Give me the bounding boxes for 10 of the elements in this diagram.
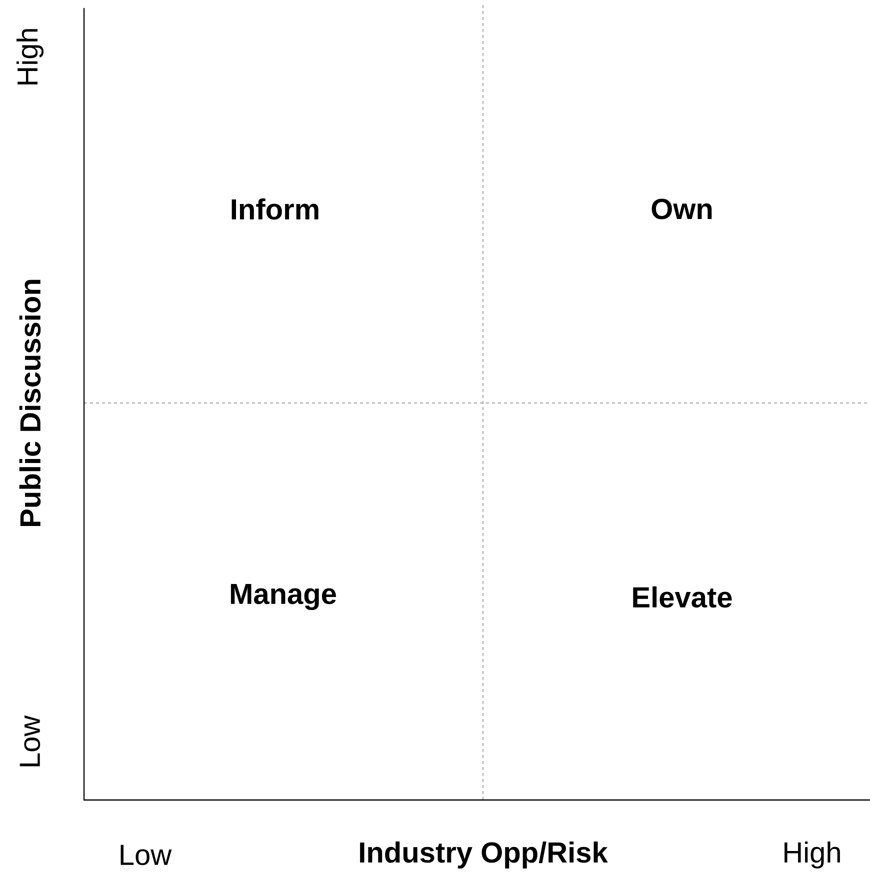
quadrant-label: Inform xyxy=(232,198,318,220)
quadrant-label: Manage xyxy=(230,584,336,610)
axis-level-label: High xyxy=(16,29,44,84)
quadrant-label: Own xyxy=(652,198,712,220)
quadrant-label: Elevate xyxy=(633,586,732,608)
axis-level-label: Low xyxy=(120,844,172,866)
axis-title: Public Discussion xyxy=(19,280,41,526)
axis-level-label: Low xyxy=(20,715,40,766)
axis-title: Industry Opp/Risk xyxy=(360,841,608,869)
axis-level-label: High xyxy=(784,841,840,869)
